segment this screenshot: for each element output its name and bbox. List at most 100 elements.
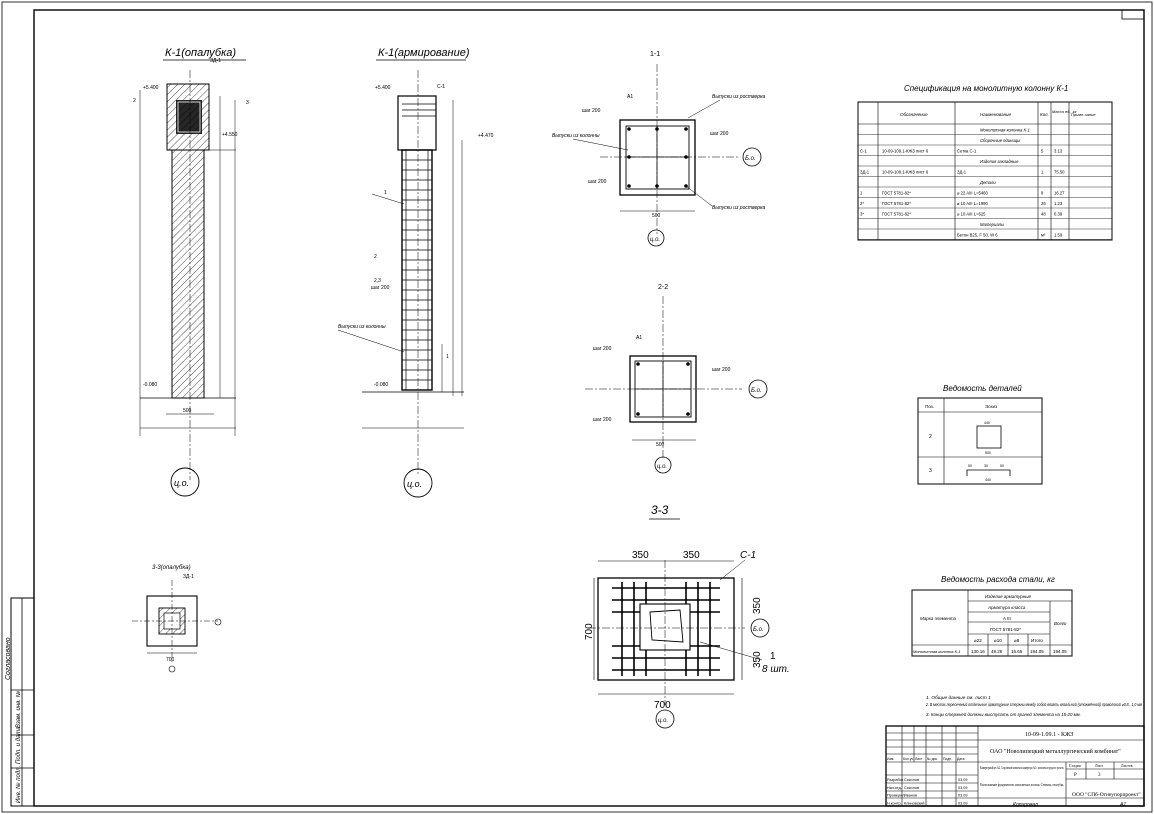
spec-cell: 8 [1041, 191, 1044, 196]
k1-reb-axis-marker [403, 468, 433, 498]
k1-rebar-title: К-1(армирование) [378, 47, 470, 59]
spec-h-name: Наименование [980, 112, 1012, 117]
spec-cell: 1 [860, 191, 863, 196]
tb-company: ОАО "Новолипецкий металлургический комби… [990, 748, 1121, 755]
s33-axis-b-label: Б.о. [753, 627, 764, 633]
tb-header-cell: Подп. [943, 757, 952, 761]
tb-name: Соколов [904, 778, 919, 782]
section-3-3: 3-3 350 350 350 350 700 700 С-1 1 8 шт. … [584, 503, 790, 729]
tb-col-sheet: Лист [1095, 764, 1103, 768]
spec-cell: ГОСТ 5781-82* [882, 212, 911, 217]
tb-col-stage: Стадия [1069, 764, 1081, 768]
tb-header-cell: № док. [927, 757, 938, 761]
details-table: Ведомость деталей Поз. Эскиз 2 3 440 500… [917, 384, 1043, 485]
section-3-3-small: 3-3(опалубка) ЗД-1 700 [132, 565, 222, 673]
steel-h-total: Всего [1054, 621, 1067, 626]
s11-dim-500: 500 [652, 213, 661, 219]
tb-date: 03.09 [958, 786, 968, 790]
s11-column-outlets: Выпуски из колонны [552, 133, 600, 139]
section-33-small-title: 3-3(опалубка) [152, 565, 191, 571]
tb-sheet-title: Расположение фундаментов, монолитных кол… [980, 783, 1064, 788]
s22-mark-a1: А1 [636, 335, 642, 341]
s33s-dim-700: 700 [166, 657, 175, 663]
s33s-axis-marker [168, 665, 176, 673]
spec-cell: 2* [860, 201, 864, 206]
spec-cell: ⌀ 10 AIII L=625 [957, 212, 986, 217]
s11-axis-b-label: Б.о. [745, 156, 756, 162]
tb-sheet: 3 [1098, 773, 1101, 778]
spec-cell: 1.23 [1054, 201, 1063, 206]
section-2-2: 2-2 шаг 200 шаг 200 шаг 200 А1 500 Б.о. … [585, 284, 768, 474]
s11-axis-marker [647, 229, 665, 247]
s11-axis-label: ц.о. [650, 237, 660, 243]
k1-formwork-title: К-1(опалубка) [165, 47, 236, 59]
spec-cell: С-1 [860, 149, 867, 154]
steel-v4: 194.05 [1030, 649, 1044, 654]
section-22-title: 2-2 [658, 284, 668, 291]
tb-project: Конвертерный цех №2. Сооружение комплекс… [980, 766, 1064, 770]
steel-h-a3: A III [1003, 616, 1011, 621]
s11-outlets-bottom: Выпуски из ростверка [712, 205, 765, 211]
note-1: 1. Общие данные см. лист 1 [926, 695, 991, 701]
section-11-title: 1-1 [650, 51, 660, 58]
k1-reb-step: шаг 200 [371, 285, 390, 291]
k1-form-elev-mid: +4.550 [222, 132, 238, 138]
s22-axis-marker [654, 456, 672, 474]
s33-mark-c1: С-1 [740, 550, 756, 561]
s11-step-a: шаг 200 [582, 108, 601, 114]
steel-col-22: ⌀22 [974, 638, 982, 643]
tb-header-cell: Кол.уч. [903, 757, 914, 761]
k1-form-axis-label: ц.о. [174, 478, 189, 488]
note-3: 3. Концы стержней должны выступать от гр… [926, 712, 1081, 717]
steel-h-element: Марка элемента [920, 616, 957, 621]
s33-dim-700a: 700 [654, 700, 671, 711]
details-row-2: 2 [929, 434, 932, 440]
tb-role: Проверил [887, 794, 905, 798]
spec-table: Спецификация на монолитную колонну К-1 М… [857, 84, 1113, 241]
tb-date: 03.09 [958, 801, 968, 805]
margin-soglasovano: Согласовано [5, 637, 12, 680]
steel-col-10: ⌀10 [994, 638, 1002, 643]
tb-header-cell: Дата [957, 757, 965, 761]
detail-dim-50a: 50 [968, 464, 972, 468]
steel-title: Ведомость расхода стали, кг [941, 575, 1055, 584]
spec-cell: 48 [1041, 212, 1046, 217]
margin-podp-data: Подп. и дата [16, 726, 22, 764]
k1-form-mark-3: 3 [246, 100, 249, 106]
spec-cell: 5 [1041, 149, 1044, 154]
spec-cell: ГОСТ 5781-82* [882, 191, 911, 196]
details-h-pos: Поз. [925, 404, 934, 409]
s22-dim-500: 500 [656, 442, 665, 448]
steel-v1: 130.16 [971, 649, 985, 654]
steel-col-total: Итого [1031, 638, 1043, 643]
tb-org: ООО "СПб-Огнеупорпроект" [1072, 791, 1141, 798]
detail-dim-500: 500 [985, 451, 991, 455]
detail-dim-50b: 50 [1000, 464, 1004, 468]
s22-axis-b-label: Б.о. [751, 388, 762, 394]
spec-cell: Сборочные единицы [980, 138, 1020, 143]
section-33-title: 3-3 [651, 503, 669, 517]
steel-h-products: Изделия арматурные [985, 594, 1032, 599]
s11-step-b: шаг 200 [710, 131, 729, 137]
s33-axis-b-marker [750, 618, 770, 638]
k1-reb-elev-bottom: -0.080 [374, 382, 388, 388]
view-k1-rebar: К-1(армирование) +5.400 +4.470 -0.080 1 … [337, 47, 494, 498]
tb-col-sheets: Листов [1121, 764, 1133, 768]
steel-h-gost: ГОСТ 5781-82* [990, 627, 1021, 632]
spec-cell: ⌀ 10 AIII L=1990 [957, 201, 988, 206]
tb-role: Разработ. [887, 778, 904, 782]
steel-v5: 194.05 [1053, 649, 1067, 654]
s22-step-a: шаг 200 [593, 346, 612, 352]
spec-cell: ⌀ 22 AIII L=5460 [957, 191, 988, 196]
s11-axis-b-marker [742, 147, 762, 167]
k1-reb-column-outlets: Выпуски из колонны [338, 324, 386, 330]
spec-cell: 0.39 [1054, 212, 1063, 217]
spec-cell: 3* [860, 212, 864, 217]
s33-axis-marker [655, 709, 675, 729]
margin-vzam-inv: Взам. инв. № [15, 690, 22, 728]
details-h-sketch: Эскиз [985, 404, 997, 409]
